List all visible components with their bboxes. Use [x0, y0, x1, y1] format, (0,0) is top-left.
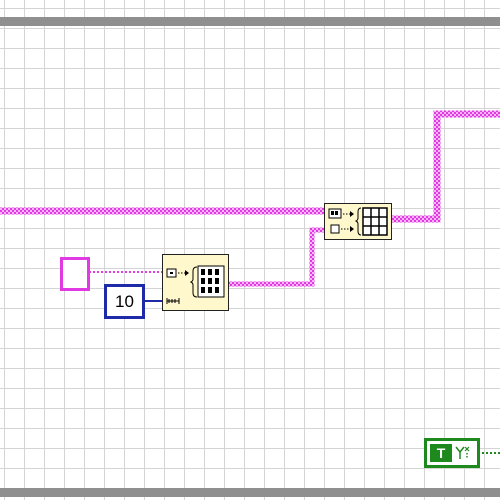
initialize-array-node[interactable]: [162, 254, 229, 311]
string-constant[interactable]: [60, 257, 90, 291]
numeric-constant[interactable]: 10: [104, 284, 145, 319]
boolean-constant-icon: T: [430, 444, 470, 462]
string-array-wire-output[interactable]: [390, 110, 500, 223]
initialize-array-icon: [166, 265, 225, 304]
structure-frame-bottom-border[interactable]: [0, 488, 500, 497]
structure-frame-top-border[interactable]: [0, 17, 500, 26]
string-array-wire-init[interactable]: [228, 227, 326, 287]
build-array-icon: [328, 207, 388, 236]
build-array-node[interactable]: [324, 203, 392, 240]
boolean-constant[interactable]: T: [424, 438, 480, 468]
boolean-constant-label: T: [437, 445, 446, 461]
